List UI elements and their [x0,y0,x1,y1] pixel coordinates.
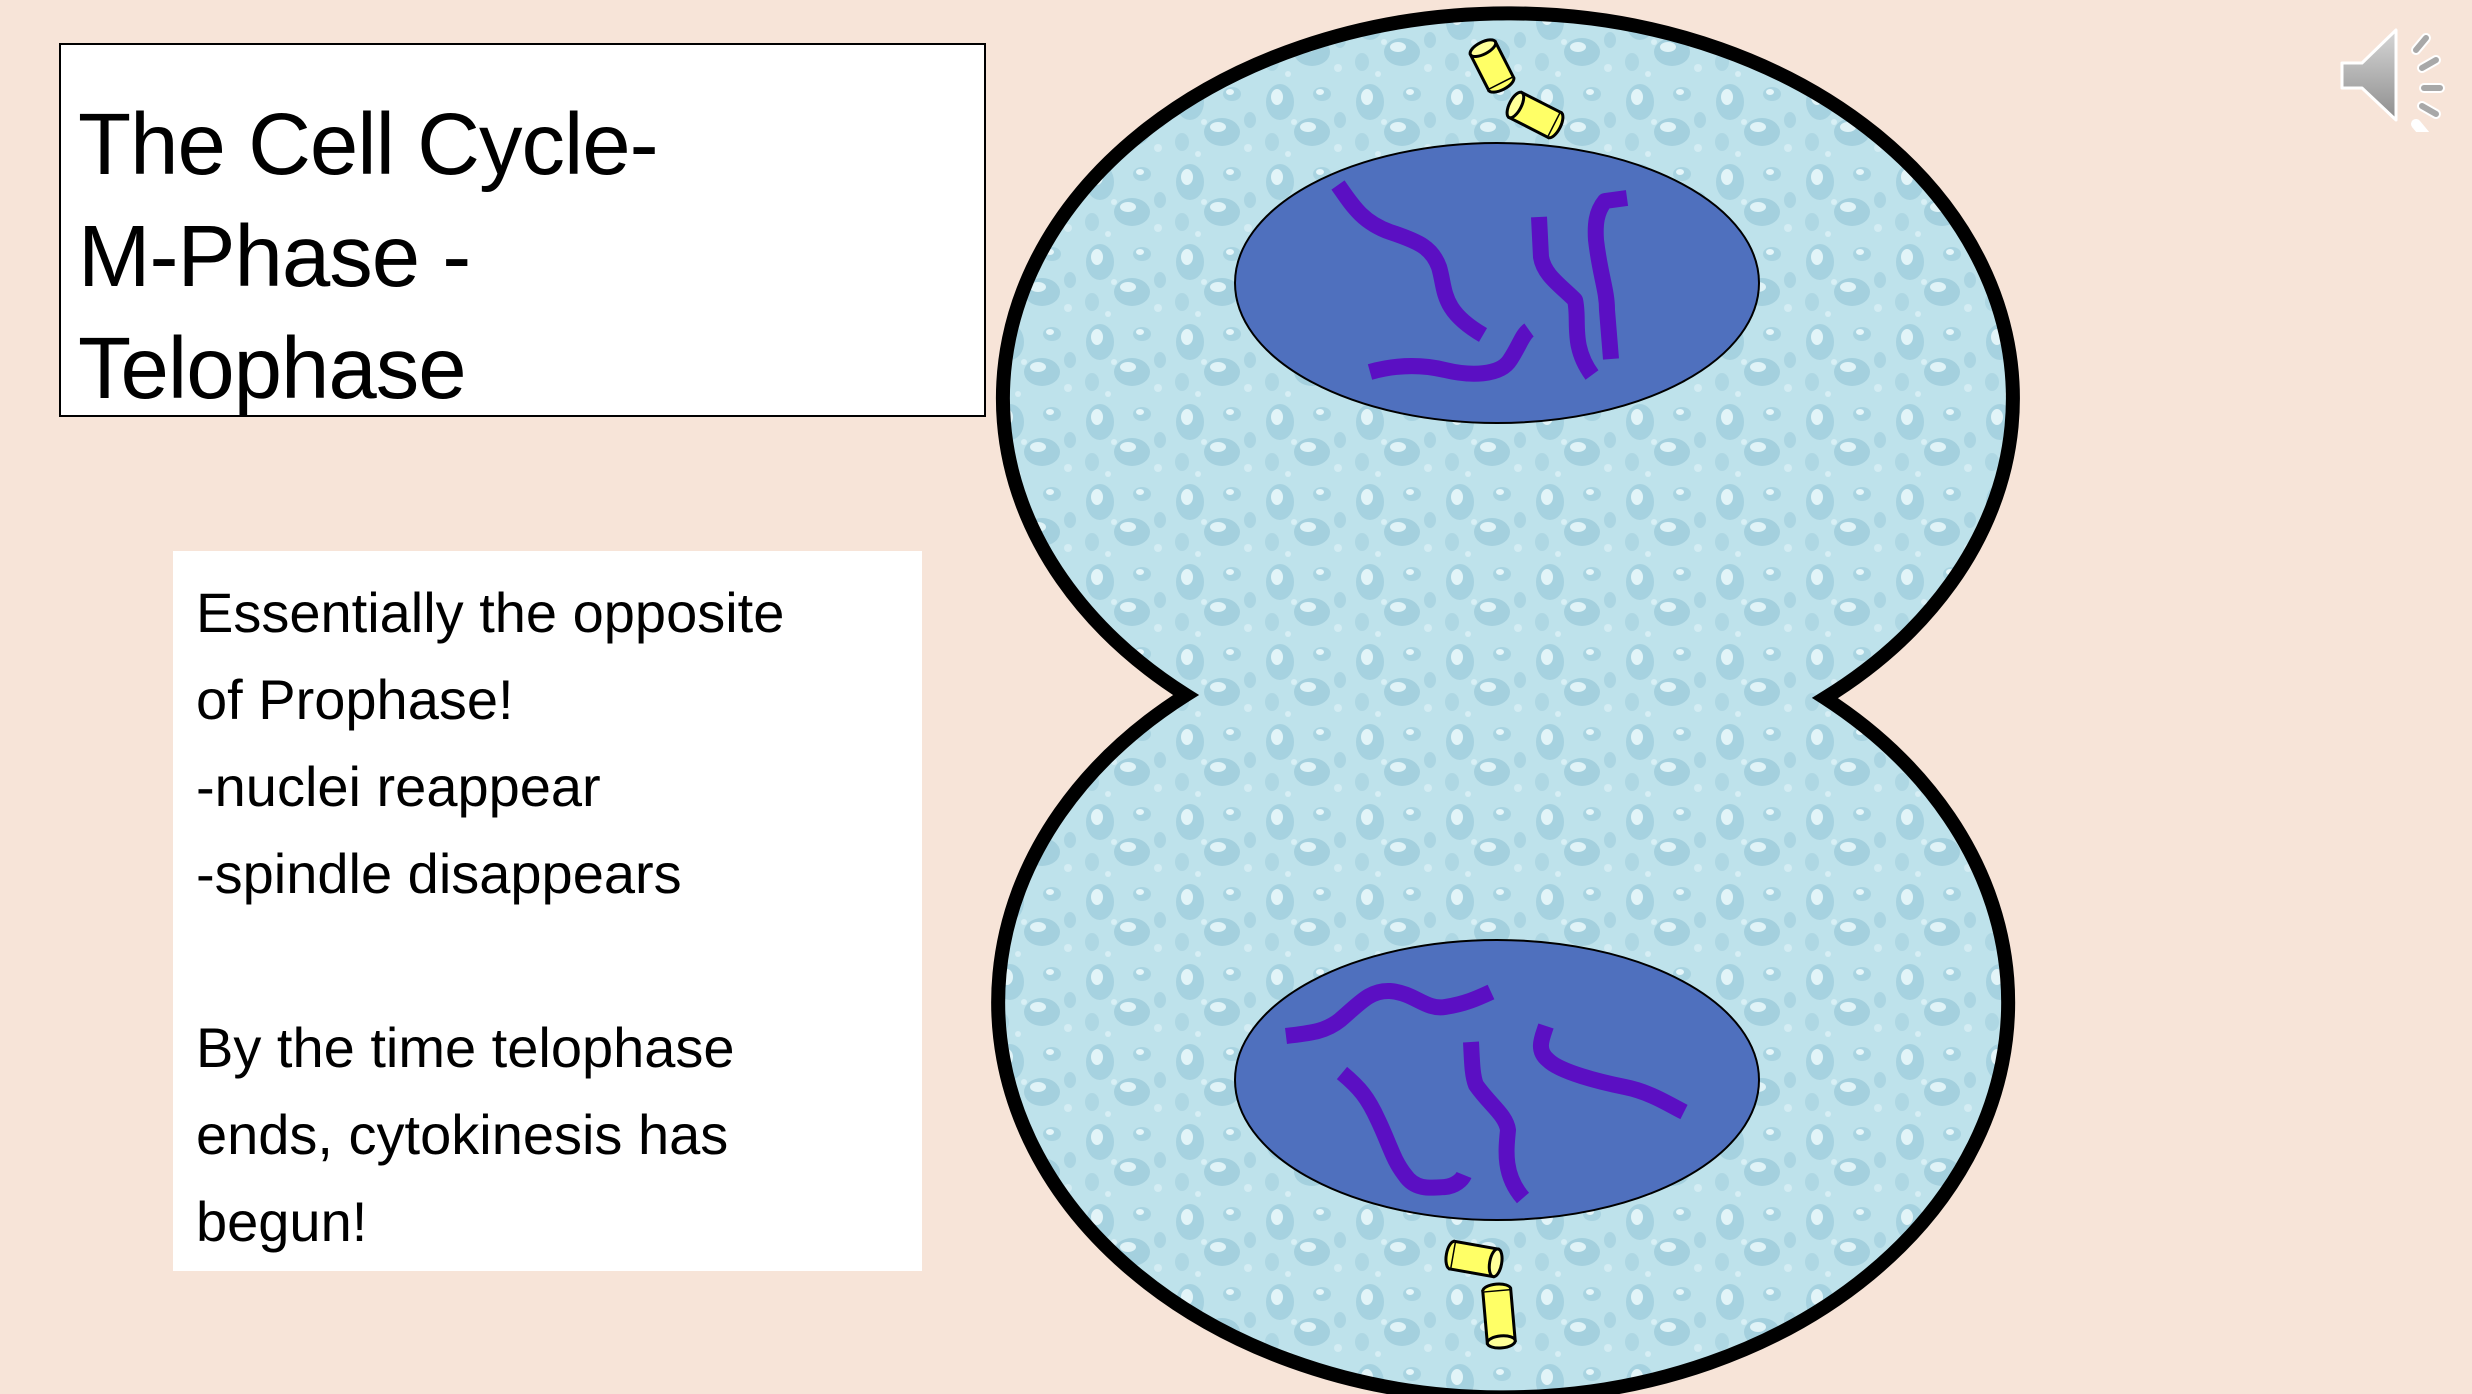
chromosome [1533,1023,1688,1120]
slide-title-line-3: Telophase [78,320,467,417]
body-line-6: By the time telophase [196,1016,735,1079]
chromosome [1285,983,1495,1044]
centriole-pair-bottom [1444,1239,1517,1350]
body-line-4: -spindle disappears [196,842,682,905]
slide-title-line-2: M-Phase - [78,208,471,305]
chromosome [1587,190,1629,360]
nucleus-top [1234,142,1760,424]
chromosome [1367,323,1535,382]
body-text-box: Essentially the opposite of Prophase! -n… [173,551,922,1271]
body-line-7: ends, cytokinesis has [196,1103,729,1166]
slide-title-line-1: The Cell Cycle- [78,96,659,193]
chromosome [1531,216,1599,380]
body-line-3: -nuclei reappear [196,755,601,818]
body-line-1: Essentially the opposite [196,581,785,644]
chromosome [1336,1066,1472,1196]
chromosome [1463,1041,1530,1204]
chromosome [1331,180,1488,342]
centriole-pair-top [1468,38,1565,140]
body-line-8: begun! [196,1190,368,1253]
body-line-2: of Prophase! [196,668,514,731]
speaker-icon[interactable] [2338,18,2462,132]
slide-title-box: The Cell Cycle- M-Phase - Telophase [59,43,986,417]
nucleus-bottom [1234,939,1760,1221]
